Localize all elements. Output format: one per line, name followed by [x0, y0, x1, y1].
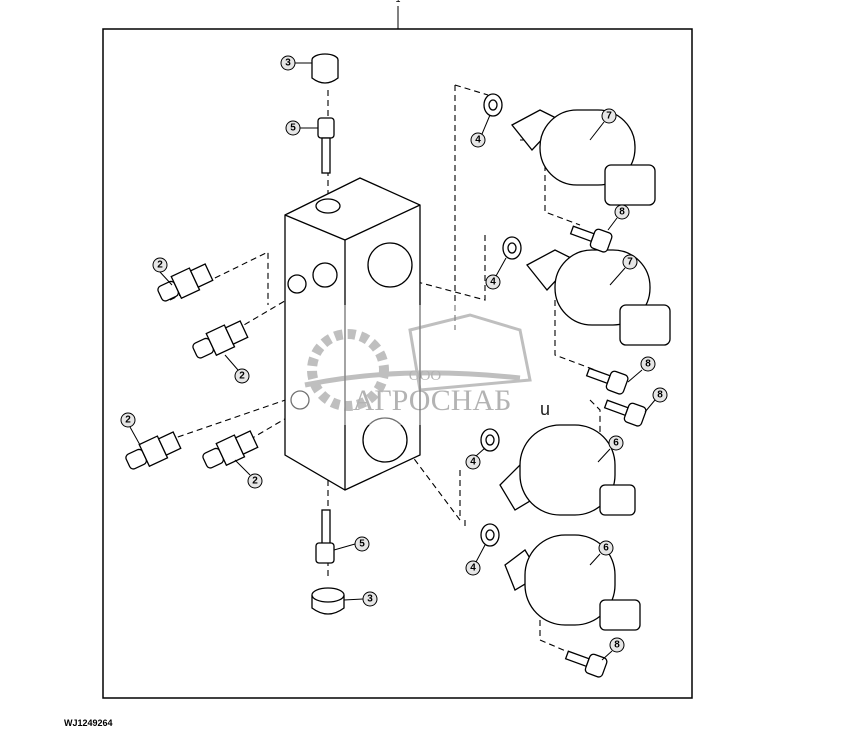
svg-text:2: 2 — [157, 260, 163, 271]
svg-text:8: 8 — [614, 640, 620, 651]
callout-5: 5 — [333, 536, 370, 552]
figure-id: WJ1249264 — [64, 718, 113, 728]
callout-7: 7 — [609, 254, 638, 286]
fittings — [125, 263, 259, 470]
callout-7: 7 — [589, 108, 617, 141]
svg-text:8: 8 — [657, 390, 663, 401]
callout-4: 4 — [485, 257, 507, 290]
callout-8: 8 — [607, 204, 630, 231]
watermark-logo: ООО АГРОСНАБ — [290, 305, 545, 425]
callouts: 3 5 2 2 2 2 4 7 8 4 7 8 8 6 4 6 4 5 3 8 — [120, 55, 668, 661]
svg-text:6: 6 — [603, 543, 609, 554]
watermark-name: АГРОСНАБ — [353, 384, 512, 417]
svg-text:3: 3 — [367, 594, 373, 605]
svg-text:2: 2 — [252, 476, 258, 487]
callout-8: 8 — [644, 387, 668, 413]
svg-text:4: 4 — [470, 457, 476, 468]
svg-text:8: 8 — [645, 359, 651, 370]
svg-text:5: 5 — [359, 539, 365, 550]
svg-text:4: 4 — [470, 563, 476, 574]
watermark-prefix: ООО — [409, 368, 442, 384]
seal-rings — [480, 93, 522, 547]
svg-text:2: 2 — [239, 371, 245, 382]
svg-text:5: 5 — [290, 123, 296, 134]
svg-text:3: 3 — [285, 58, 291, 69]
svg-text:8: 8 — [619, 207, 625, 218]
plug-top — [311, 53, 339, 84]
svg-text:7: 7 — [606, 111, 612, 122]
svg-text:7: 7 — [627, 257, 633, 268]
top-callout: 1 — [395, 0, 400, 4]
plug-bottom — [311, 587, 345, 615]
svg-text:4: 4 — [490, 277, 496, 288]
svg-text:6: 6 — [613, 438, 619, 449]
callout-2: 2 — [152, 257, 173, 286]
solenoids — [499, 109, 671, 631]
svg-text:4: 4 — [475, 135, 481, 146]
watermark-fragment: u — [540, 399, 550, 419]
callout-2: 2 — [234, 459, 263, 489]
callout-6: 6 — [589, 540, 614, 566]
callout-4: 4 — [470, 114, 491, 148]
svg-text:2: 2 — [125, 415, 131, 426]
callout-8: 8 — [627, 356, 656, 383]
callout-6: 6 — [597, 435, 624, 463]
callout-5: 5 — [285, 120, 318, 136]
callout-3: 3 — [343, 591, 378, 607]
callout-4: 4 — [465, 544, 486, 576]
callout-2: 2 — [224, 354, 250, 384]
screw-top — [317, 117, 335, 174]
callout-3: 3 — [280, 55, 312, 71]
callout-8: 8 — [601, 637, 625, 661]
bolts — [564, 225, 647, 678]
callout-2: 2 — [120, 412, 141, 446]
callout-4: 4 — [465, 447, 486, 470]
screw-bottom — [315, 509, 335, 564]
